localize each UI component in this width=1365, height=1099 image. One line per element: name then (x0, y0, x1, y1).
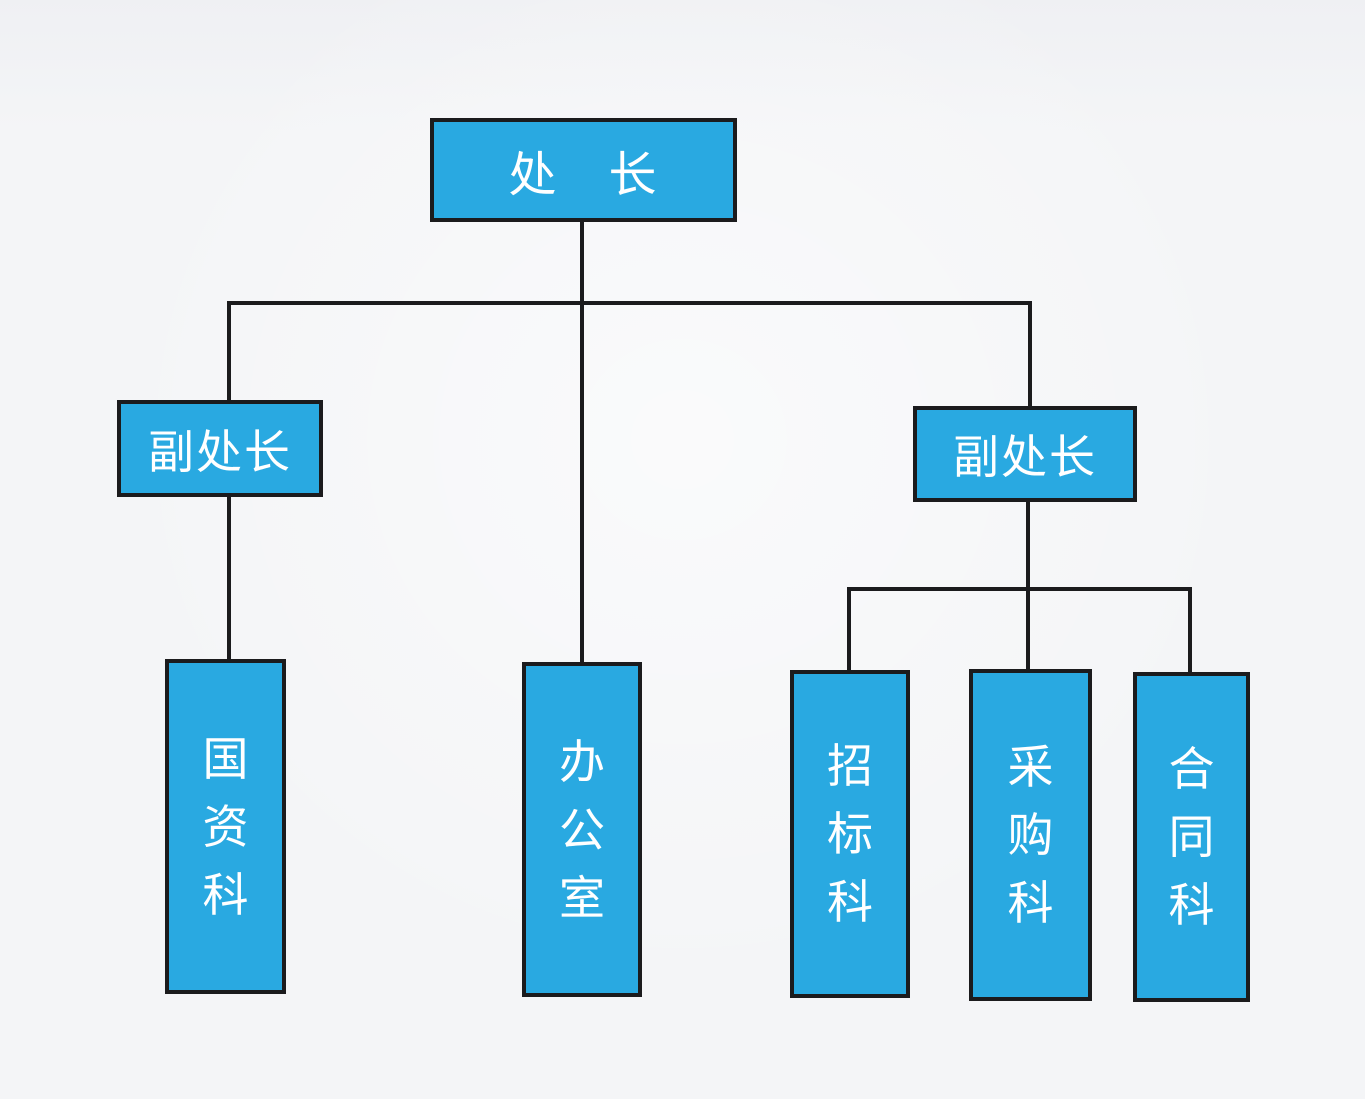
connector-sub-horizontal (847, 587, 1192, 591)
org-node-hetong-char-1: 合 (1168, 743, 1215, 795)
org-node-guozi-char-1: 国 (202, 732, 249, 785)
org-node-office-char-3: 室 (559, 871, 605, 924)
org-node-hetong-char-2: 同 (1168, 811, 1215, 863)
connector-deputy-right-down (1026, 500, 1030, 589)
connector-drop-deputy-left (227, 301, 231, 402)
org-node-office-char-1: 办 (559, 735, 605, 788)
connector-deputy-left-to-guozi (227, 495, 231, 661)
connector-drop-hetong (1188, 587, 1192, 674)
org-node-caigou-char-2: 购 (1007, 809, 1054, 861)
org-node-caigou-char-1: 采 (1007, 741, 1054, 793)
connector-director-to-office (580, 220, 584, 664)
org-node-director-label: 处 长 (508, 149, 659, 202)
org-node-office-char-2: 公 (559, 803, 605, 856)
org-node-deputy-left-label: 副处长 (148, 425, 292, 478)
org-node-hetong-char-3: 科 (1168, 879, 1215, 931)
org-node-deputy-right: 副处长 (913, 406, 1137, 502)
connector-drop-deputy-right (1028, 301, 1032, 408)
org-node-guozi-char-2: 资 (202, 800, 249, 853)
connector-top-horizontal (229, 301, 1032, 305)
org-node-zhaobiao-char-2: 标 (827, 808, 873, 860)
org-node-zhaobiao-char-1: 招 (827, 740, 873, 792)
org-node-deputy-right-label: 副处长 (953, 431, 1097, 483)
connector-drop-caigou (1026, 587, 1030, 671)
org-node-deputy-left: 副处长 (117, 400, 323, 497)
org-node-caigou-char-3: 科 (1007, 877, 1054, 929)
org-node-hetong-section: 合 同 科 (1133, 672, 1250, 1002)
connector-drop-zhaobiao (847, 587, 851, 672)
org-node-zhaobiao-char-3: 科 (827, 876, 873, 928)
org-node-caigou-section: 采 购 科 (969, 669, 1092, 1001)
org-node-guozi-section: 国 资 科 (165, 659, 286, 994)
org-node-office: 办 公 室 (522, 662, 642, 997)
org-node-director: 处 长 (430, 118, 737, 222)
org-node-zhaobiao-section: 招 标 科 (790, 670, 910, 998)
org-node-guozi-char-3: 科 (202, 868, 249, 921)
